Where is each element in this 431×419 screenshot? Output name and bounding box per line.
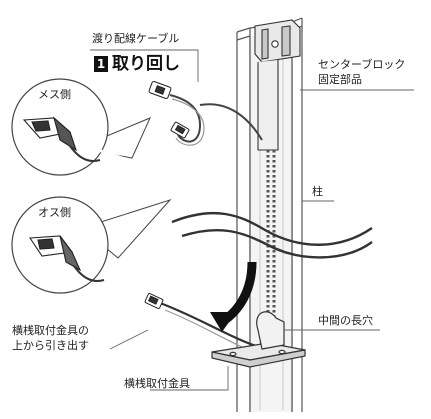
- center-block-label-1: センターブロック: [318, 58, 406, 71]
- male-side-label: オス側: [38, 206, 71, 219]
- bracket: [211, 311, 306, 368]
- female-connector: [148, 81, 172, 99]
- bracket-label: 横桟取付金具: [124, 377, 190, 390]
- center-block-fixing-part: [254, 19, 301, 151]
- male-connector-lower: [144, 293, 164, 309]
- pull-out-label-2: 上から引き出す: [12, 339, 89, 352]
- long-cable: [171, 211, 373, 259]
- middle-slot-label: 中間の長穴: [318, 314, 373, 327]
- center-block-label-2: 固定部品: [318, 73, 362, 86]
- female-side-label: メス側: [38, 88, 71, 101]
- pull-out-label-1: 横桟取付金具の: [12, 324, 89, 337]
- female-zoom-bubble: [11, 78, 151, 176]
- leader-lines: [90, 49, 414, 391]
- direction-arrow: [210, 261, 257, 332]
- step-title: 取り回し: [112, 54, 180, 74]
- upper-cable: [169, 94, 263, 146]
- male-connector-small: [170, 121, 190, 139]
- pillar-label: 柱: [312, 185, 323, 198]
- male-zoom-bubble: [11, 196, 172, 294]
- cable-inside-pillar: [266, 150, 276, 330]
- cable-label: 渡り配線ケーブル: [92, 32, 180, 45]
- step-number-badge: 1: [94, 56, 108, 72]
